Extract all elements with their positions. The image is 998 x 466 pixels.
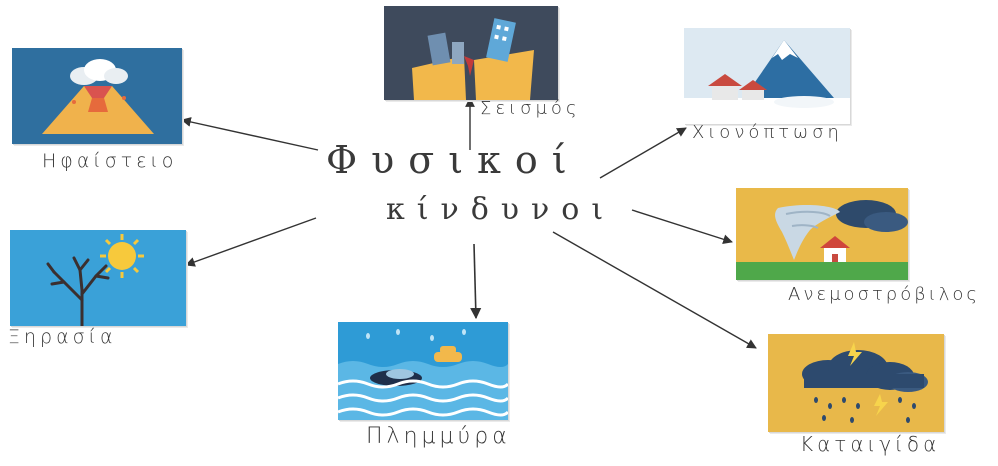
label-volcano: Ηφαίστειο bbox=[42, 150, 178, 172]
arrow-to-storm bbox=[552, 231, 757, 349]
volcano-icon bbox=[12, 48, 182, 144]
arrow-to-drought bbox=[185, 217, 317, 267]
arrow-to-tornado bbox=[631, 209, 733, 244]
arrow-to-flood bbox=[470, 243, 482, 320]
storm-icon bbox=[768, 334, 944, 432]
drought-icon bbox=[10, 230, 186, 326]
arrow-to-snowfall bbox=[599, 127, 687, 179]
center-title-line1: Φυσικοί bbox=[326, 138, 581, 182]
drought-card bbox=[10, 230, 186, 326]
arrow-to-volcano bbox=[181, 117, 319, 151]
flood-icon bbox=[338, 322, 508, 420]
center-title-line2: κίνδυνοι bbox=[386, 192, 616, 227]
label-drought: Ξηρασία bbox=[8, 326, 117, 348]
label-storm: Καταιγίδα bbox=[800, 432, 941, 456]
label-earthquake: Σεισμός bbox=[480, 98, 581, 119]
storm-card bbox=[768, 334, 944, 432]
tornado-icon bbox=[736, 188, 908, 280]
snowfall-card bbox=[684, 28, 850, 124]
tornado-card bbox=[736, 188, 908, 280]
volcano-card bbox=[12, 48, 182, 144]
label-snowfall: Χιονόπτωση bbox=[692, 122, 843, 143]
label-tornado: Ανεμοστρόβιλος bbox=[788, 284, 980, 305]
flood-card bbox=[338, 322, 508, 420]
earthquake-card bbox=[384, 6, 558, 100]
snowfall-icon bbox=[684, 28, 850, 124]
earthquake-icon bbox=[384, 6, 558, 100]
label-flood: Πλημμύρα bbox=[366, 424, 511, 449]
